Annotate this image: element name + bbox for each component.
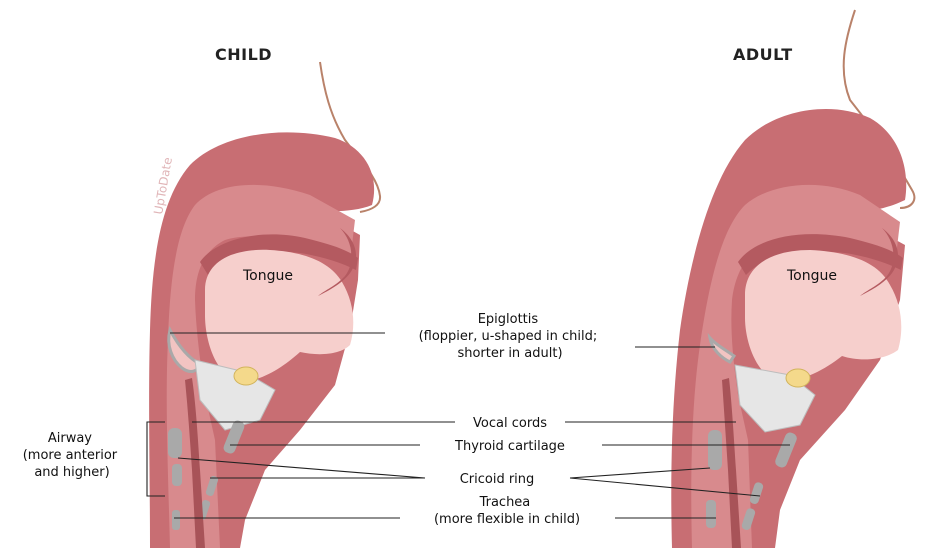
- child-cricoid-ring: [168, 428, 182, 458]
- epiglottis-label: Epiglottis (floppier, u-shaped in child;…: [419, 312, 602, 361]
- airway-label: Airway (more anterior and higher): [23, 431, 122, 480]
- adult-trachea-ring-3: [706, 500, 716, 528]
- child-heading: CHILD: [215, 45, 272, 64]
- child-anatomy: UpToDate: [149, 62, 380, 548]
- adult-cricoid-ring: [708, 430, 722, 470]
- trachea-label: Trachea (more flexible in child): [434, 495, 580, 527]
- epiglottis-label-line2: (floppier, u-shaped in child;: [419, 329, 598, 344]
- child-hyoid: [234, 367, 258, 385]
- vocal-cords-label: Vocal cords: [473, 416, 547, 431]
- trachea-label-line1: Trachea: [479, 495, 531, 510]
- child-trachea-ring-4: [172, 510, 180, 530]
- airway-label-line2: (more anterior: [23, 448, 118, 463]
- airway-label-line3: and higher): [34, 465, 109, 480]
- child-tongue-label: Tongue: [242, 268, 293, 284]
- trachea-label-line2: (more flexible in child): [434, 512, 580, 527]
- thyroid-cartilage-label: Thyroid cartilage: [454, 439, 565, 454]
- epiglottis-label-line1: Epiglottis: [478, 312, 539, 327]
- cricoid-ring-label: Cricoid ring: [460, 472, 535, 487]
- child-trachea-ring-1: [172, 464, 182, 486]
- airway-label-line1: Airway: [48, 431, 92, 446]
- adult-tongue-label: Tongue: [786, 268, 837, 284]
- epiglottis-label-line3: shorter in adult): [457, 346, 562, 361]
- adult-heading: ADULT: [733, 45, 793, 64]
- adult-hyoid: [786, 369, 810, 387]
